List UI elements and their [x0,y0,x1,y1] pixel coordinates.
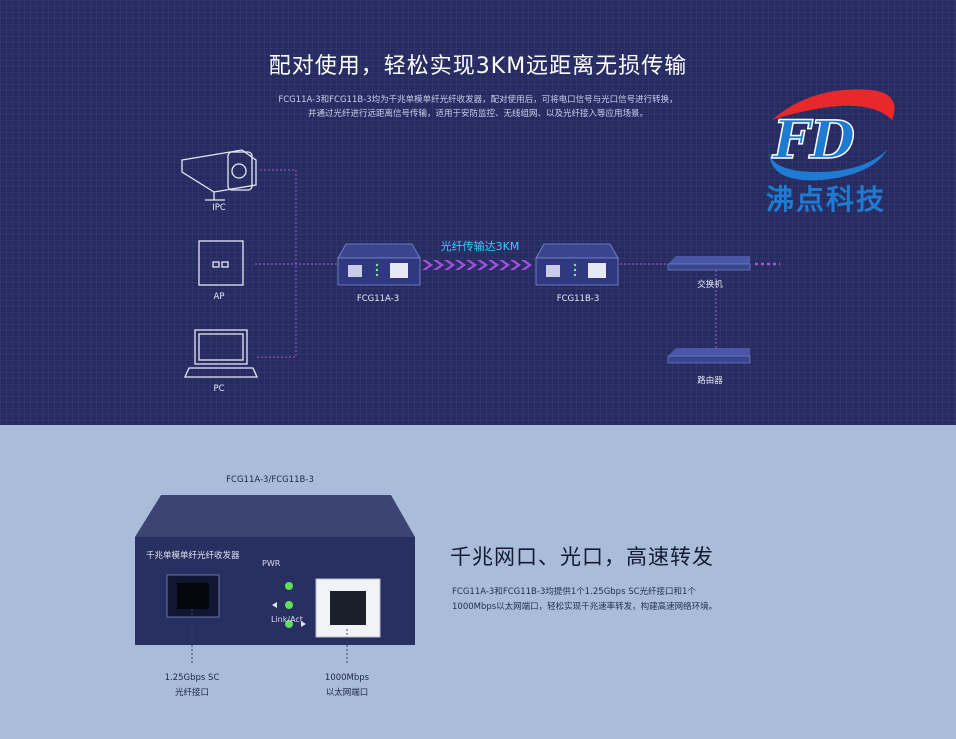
rj45-port-label: 1000Mbps 以太网端口 [302,671,392,701]
rj45-port-label-line2: 以太网端口 [325,688,369,698]
switch-icon [667,256,751,271]
led-indicators [272,582,306,628]
model-label: FCG11A-3/FCG11B-3 [226,475,314,485]
intro-text-line1: FCG11A-3和FCG11B-3均为千兆单模单纤光纤收发器，配对使用后，可将电… [278,95,678,105]
ipc-label: IPC [212,203,226,213]
fiber-distance-label: 光纤传输达3KM [440,240,520,253]
brand-name: 沸点科技 [765,183,886,216]
sc-fiber-port [166,574,220,618]
rj45-ethernet-port [315,578,381,638]
laptop-icon [183,329,259,378]
rj45-port-label-line1: 1000Mbps [324,673,370,683]
pwr-led-label: PWR [262,559,281,568]
port-callout-lines [191,609,348,663]
logo-letters: FD [771,110,855,171]
sc-port-label-line1: 1.25Gbps SC [164,673,220,683]
bottom-panel: FCG11A-3/FCG11B-3 千兆单模单纤光纤收发器 PWR Link/A… [0,425,956,739]
feature-title: 千兆网口、光口，高速转发 [450,545,714,569]
transceiver-b-icon [535,243,619,286]
ap-label: AP [213,292,225,302]
page-title: 配对使用，轻松实现3KM远距离无损传输 [268,54,688,79]
link-act-led-label: Link/Act [271,615,303,624]
switch-label: 交换机 [697,280,723,290]
feature-desc-line1: FCG11A-3和FCG11B-3均提供1个1.25Gbps SC光纤接口和1个 [452,587,696,597]
pc-label: PC [213,384,225,394]
access-point-icon [198,240,244,286]
camera-icon [181,149,257,201]
device-a-label: FCG11A-3 [356,294,400,304]
transceiver-a-icon [337,243,421,286]
intro-text-line2: 并通过光纤进行远距离信号传输，适用于安防监控、无线组网、以及光纤接入等应用场景。 [307,109,648,119]
sc-port-label: 1.25Gbps SC 光纤接口 [147,671,237,701]
transceiver-product-image [135,495,415,645]
feature-desc-line2: 1000Mbps以太网端口，轻松实现千兆速率转发，构建高速网络环境。 [452,602,718,612]
connector-lines [255,169,780,358]
top-panel: 配对使用，轻松实现3KM远距离无损传输 FCG11A-3和FCG11B-3均为千… [0,0,956,425]
brand-logo: FD [768,89,895,181]
network-diagram [181,149,780,378]
router-label: 路由器 [697,376,723,386]
logo-blue-swoosh [768,142,887,181]
logo-red-swoosh [772,89,895,120]
fiber-transmission-arrows [422,260,532,270]
sc-port-label-line2: 光纤接口 [174,688,209,698]
device-b-label: FCG11B-3 [556,294,600,304]
device-caption: 千兆单模单纤光纤收发器 [146,551,240,561]
router-icon [667,348,751,364]
